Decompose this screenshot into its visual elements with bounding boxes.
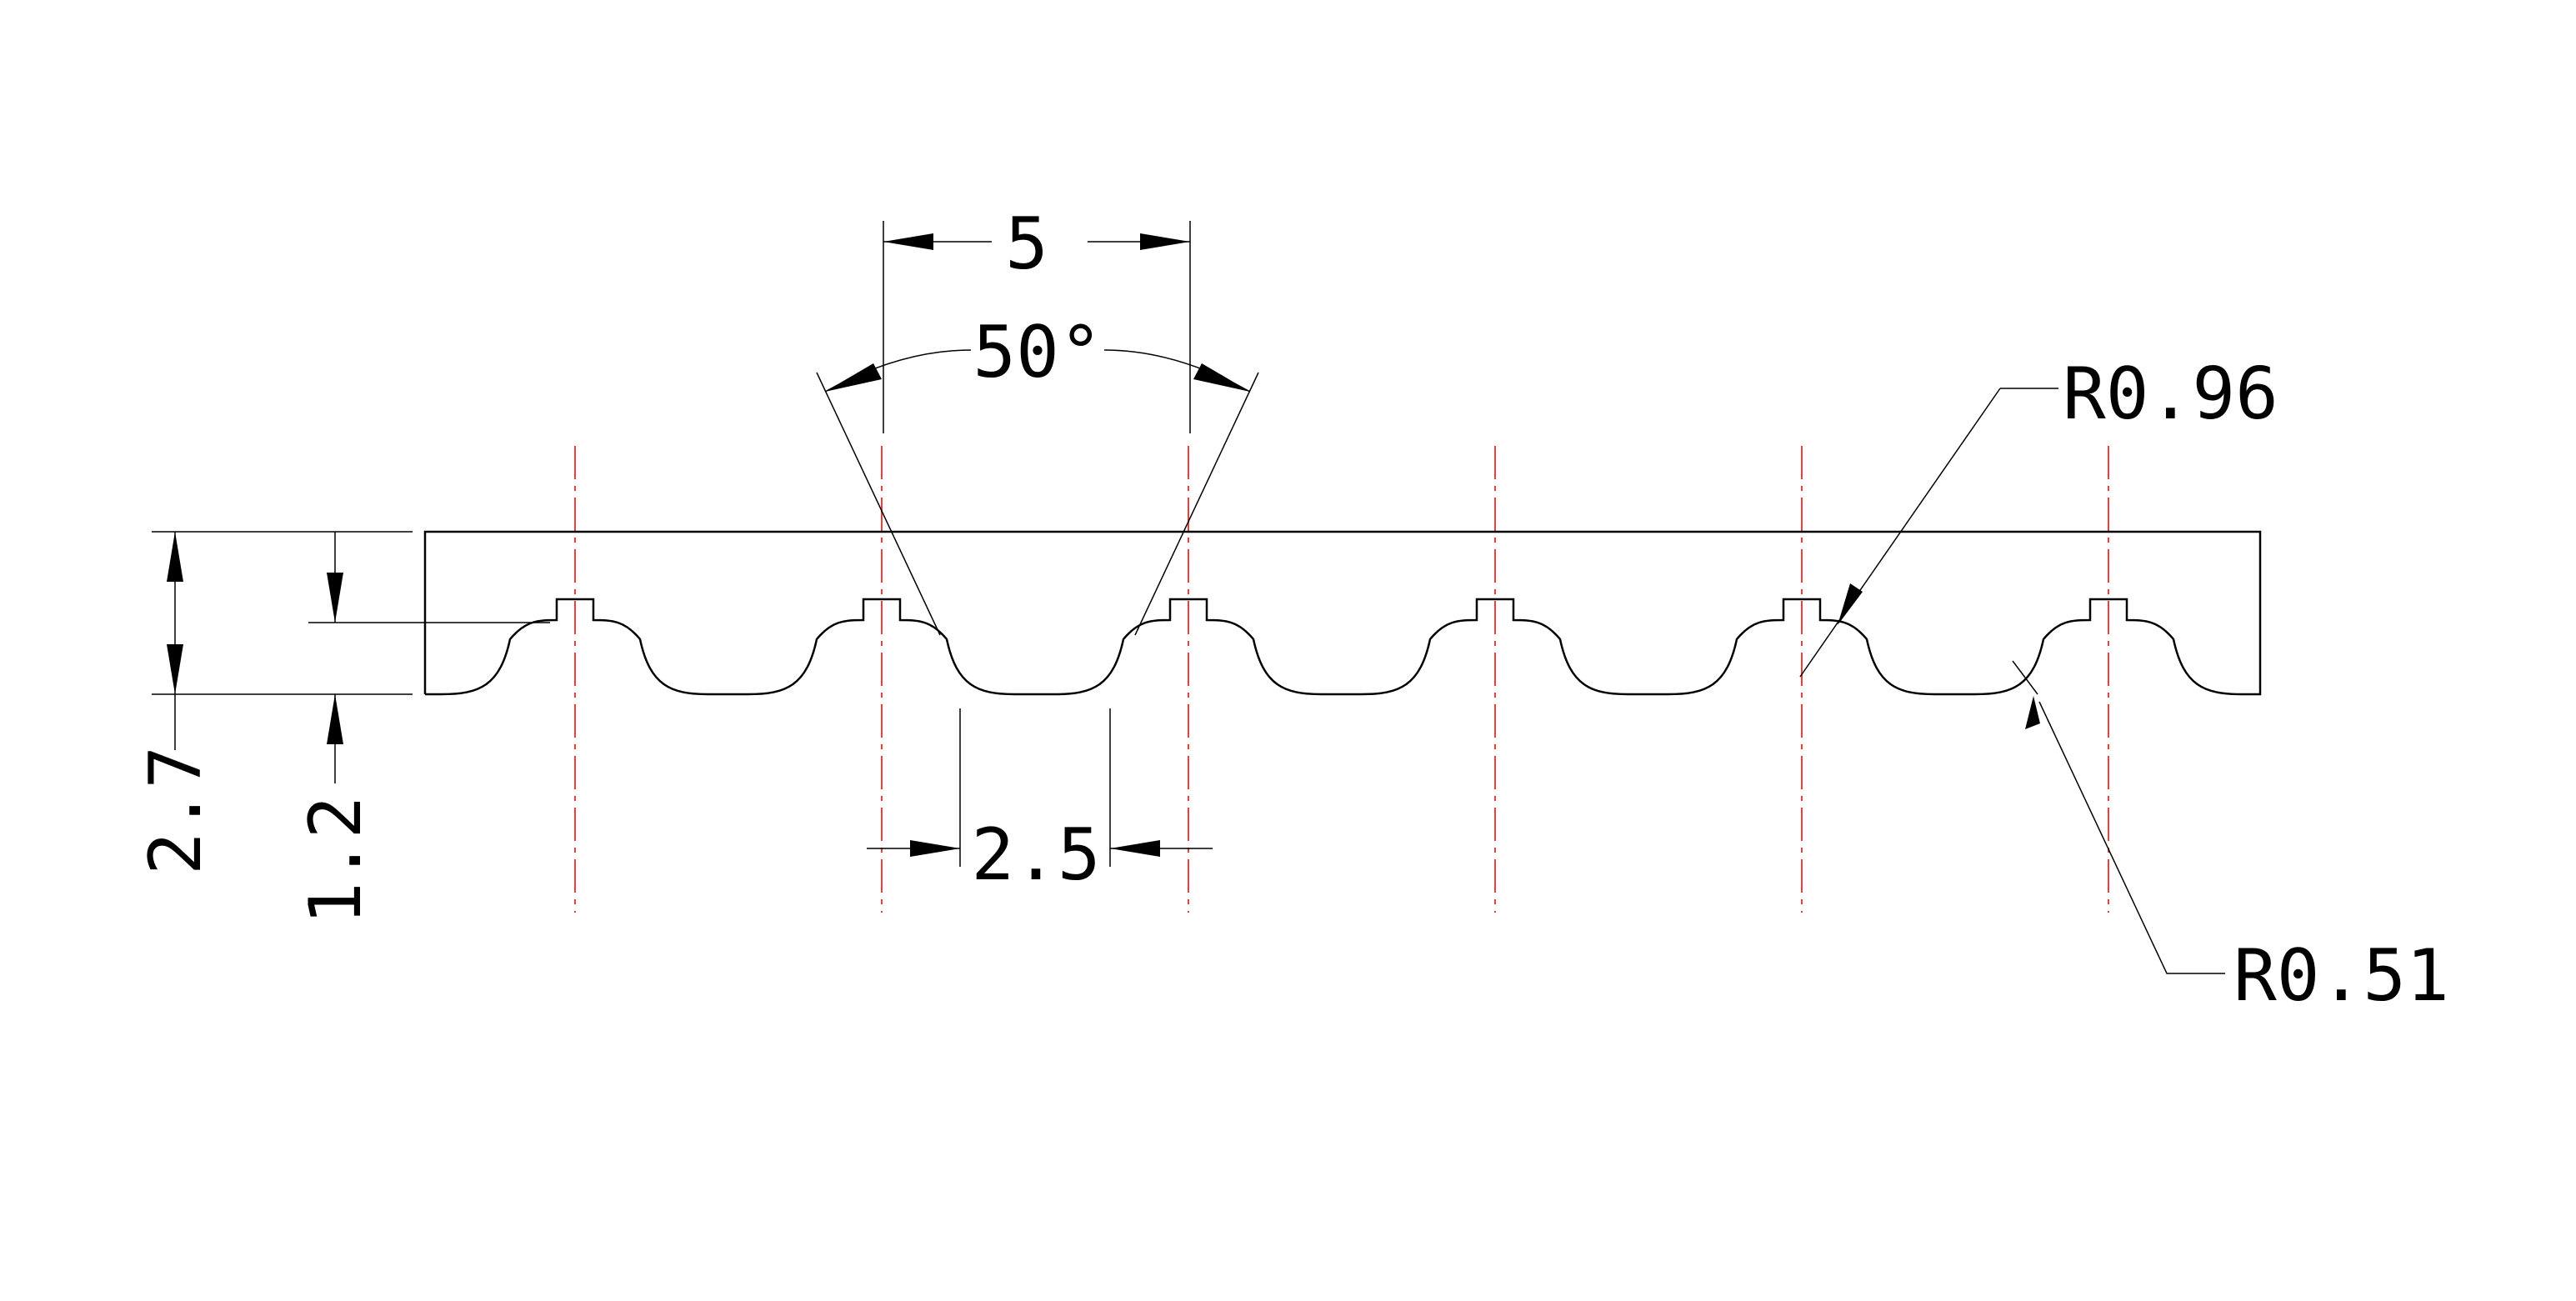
angle-dimension-label: 50° (973, 311, 1102, 394)
dimension-arrows (167, 233, 2040, 857)
tooth-height-dimension-label: 1.2 (294, 796, 378, 925)
belt-profile-outline (423, 530, 2262, 696)
radius-top-label: R0.96 (2063, 353, 2278, 436)
total-height-dimension-label: 2.7 (134, 746, 218, 875)
radius-bottom-label: R0.51 (2233, 934, 2449, 1018)
tooth-width-dimension-label: 2.5 (971, 813, 1100, 897)
pitch-dimension-label: 5 (1005, 203, 1048, 286)
tooth-centerlines (574, 446, 2109, 913)
extension-lines (152, 221, 2225, 974)
